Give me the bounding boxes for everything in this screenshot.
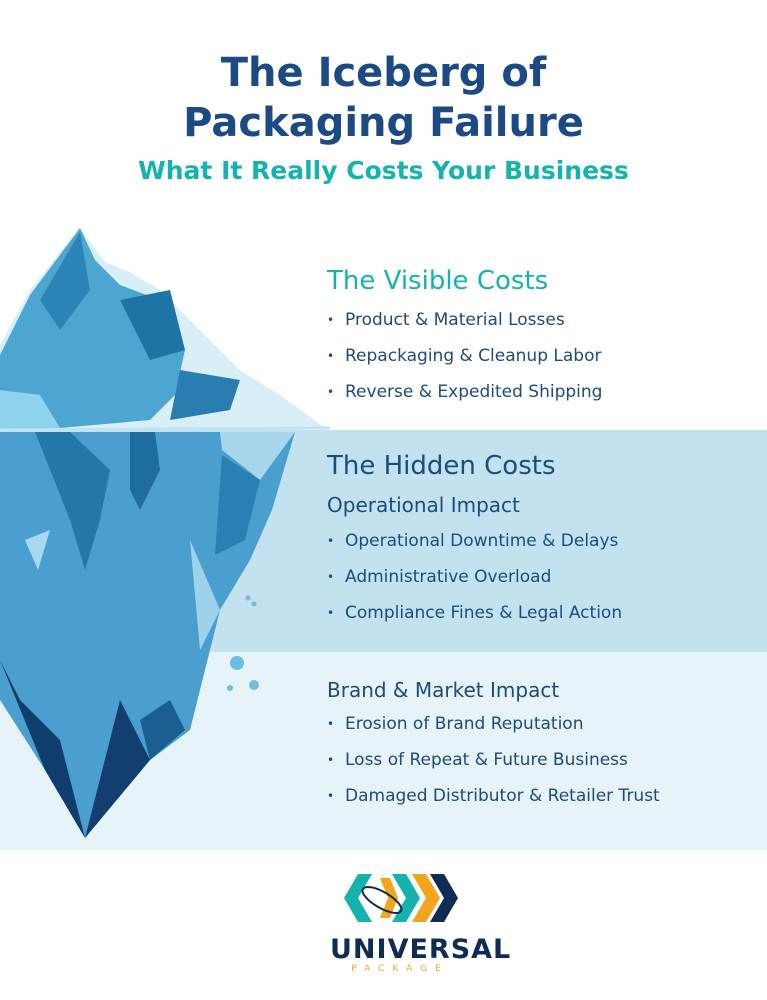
logo-subtitle: PACKAGE — [351, 964, 449, 974]
brand-impact-heading: Brand & Market Impact — [327, 678, 560, 702]
logo-name: UNIVERSAL — [330, 934, 512, 965]
visible-costs-heading: The Visible Costs — [327, 266, 549, 296]
hidden-costs-section: The Hidden Costs Operational Impact Oper… — [327, 449, 622, 631]
visible-costs-section: The Visible Costs Product & Material Los… — [327, 264, 602, 410]
iceberg-tip-face — [0, 228, 185, 430]
list-item: Compliance Fines & Legal Action — [327, 595, 622, 631]
list-item: Product & Material Losses — [327, 302, 602, 338]
subtitle: What It Really Costs Your Business — [138, 156, 629, 185]
logo-mark-icon — [344, 874, 458, 922]
list-item: Repackaging & Cleanup Labor — [327, 338, 602, 374]
brand-impact-section: Brand & Market Impact Erosion of Brand R… — [327, 676, 660, 814]
list-item: Reverse & Expedited Shipping — [327, 374, 602, 410]
hidden-costs-heading: The Hidden Costs — [327, 451, 556, 481]
list-item: Loss of Repeat & Future Business — [327, 742, 660, 778]
list-item: Operational Downtime & Delays — [327, 523, 622, 559]
operational-impact-heading: Operational Impact — [327, 493, 520, 517]
waterline — [0, 426, 331, 432]
universal-package-logo: UNIVERSAL PACKAGE — [330, 868, 512, 974]
list-item: Damaged Distributor & Retailer Trust — [327, 778, 660, 814]
list-item: Administrative Overload — [327, 559, 622, 595]
title-line-2: Packaging Failure — [183, 100, 584, 146]
title-line-1: The Iceberg of — [220, 50, 547, 96]
list-item: Erosion of Brand Reputation — [327, 706, 660, 742]
